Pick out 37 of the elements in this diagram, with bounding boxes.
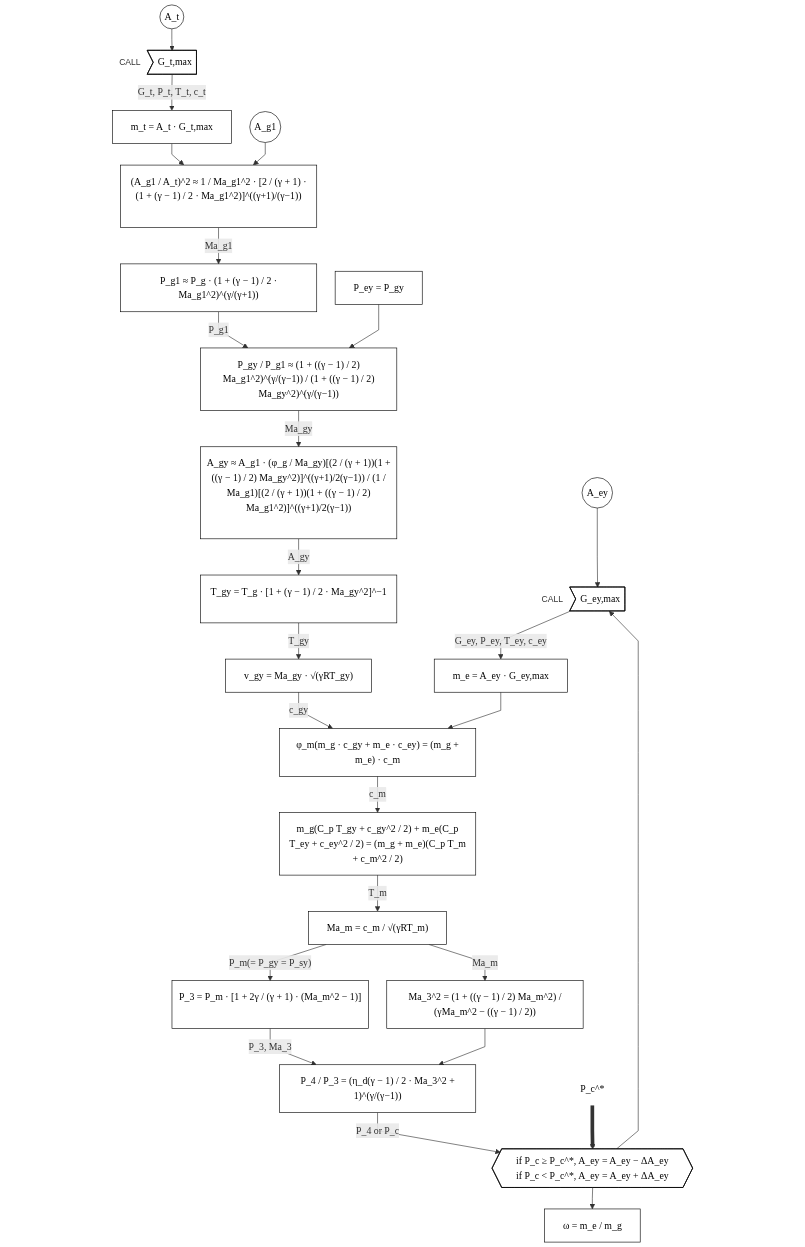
edge-label: P_g1 bbox=[208, 324, 229, 335]
edge-label: T_m bbox=[368, 887, 387, 899]
node-box: P_ey = P_gy bbox=[334, 270, 423, 305]
edge-label: P_m(= P_gy = P_sy) bbox=[229, 957, 312, 968]
node-box: T_gy = T_g · [1 + (γ − 1) / 2 · Ma_gy^2]^−1 bbox=[200, 574, 398, 624]
node-box: ω = m_e / m_g bbox=[544, 1208, 641, 1243]
edge-label: Ma_g1 bbox=[204, 240, 233, 251]
edge-label: c_gy bbox=[289, 704, 309, 716]
edge-label: P_3, Ma_3 bbox=[248, 1041, 292, 1052]
node-box: v_gy = Ma_gy · √(γRT_gy) bbox=[225, 658, 372, 693]
node-box: P_g1 ≈ P_g · (1 + (γ − 1) / 2 · Ma_g1^2)^(γ/(γ+1)) bbox=[120, 263, 318, 313]
node-box: (A_g1 / A_t)^2 ≈ 1 / Ma_g1^2 · [2 / (γ + 1) · (1 + (γ − 1) / 2 · Ma_g1^2)]^((γ+1)/(γ−1)) bbox=[120, 164, 318, 228]
edge-label: Ma_m bbox=[472, 957, 498, 968]
edge-label: G_ey, P_ey, T_ey, c_ey bbox=[454, 635, 547, 646]
node-circle: A_ey bbox=[581, 477, 613, 509]
node-box: Ma_3^2 = (1 + ((γ − 1) / 2) Ma_m^2) / (γMa_m^2 − ((γ − 1) / 2)) bbox=[386, 980, 584, 1029]
call-label: CALL bbox=[119, 57, 141, 68]
node-box: Ma_m = c_m / √(γRT_m) bbox=[308, 911, 447, 945]
node-text: P_c^* bbox=[580, 1083, 605, 1094]
edge-label: P_4 or P_c bbox=[356, 1125, 400, 1136]
edge-label: c_m bbox=[369, 788, 387, 800]
edge-label: Ma_gy bbox=[284, 423, 313, 434]
node-box: m_e = A_ey · G_ey,max bbox=[433, 658, 568, 693]
edge-label: A_gy bbox=[287, 551, 310, 562]
node-box: φ_m(m_g · c_gy + m_e · c_ey) = (m_g + m_e) · c_m bbox=[279, 728, 477, 777]
node-circle: A_t bbox=[159, 4, 185, 30]
edge-label: G_t, P_t, T_t, c_t bbox=[137, 86, 206, 98]
node-box: P_3 = P_m · [1 + 2γ / (γ + 1) · (Ma_m^2 − 1)] bbox=[171, 980, 369, 1029]
arrow bbox=[589, 1105, 596, 1150]
node-box: m_t = A_t · G_t,max bbox=[112, 110, 232, 144]
node-box: A_gy ≈ A_g1 · (φ_g / Ma_gy)[(2 / (γ + 1))(1 + ((γ − 1) / 2) Ma_gy^2)]^((γ+1)/2(γ−1)) / (1 / Ma_g1)[(2 / (γ + 1))(1 + ((γ − 1) / 2) Ma_g1^2)]^((γ+1)/2(γ−1)) bbox=[200, 446, 398, 540]
call-label: CALL bbox=[541, 594, 564, 604]
node-box: P_gy / P_g1 ≈ (1 + ((γ − 1) / 2) Ma_g1^2)^(γ/(γ−1)) / (1 + ((γ − 1) / 2) Ma_gy^2)^(γ/(γ−1)) bbox=[200, 347, 398, 411]
node-box: m_g(C_p T_gy + c_gy^2 / 2) + m_e(C_p T_ey + c_ey^2 / 2) = (m_g + m_e)(C_p T_m + c_m^2 / 2) bbox=[279, 812, 477, 876]
edge-label: T_gy bbox=[288, 635, 309, 646]
node-box: P_4 / P_3 = (η_d(γ − 1) / 2 · Ma_3^2 + 1)^(γ/(γ−1)) bbox=[279, 1064, 477, 1113]
node-circle: A_g1 bbox=[249, 111, 282, 143]
